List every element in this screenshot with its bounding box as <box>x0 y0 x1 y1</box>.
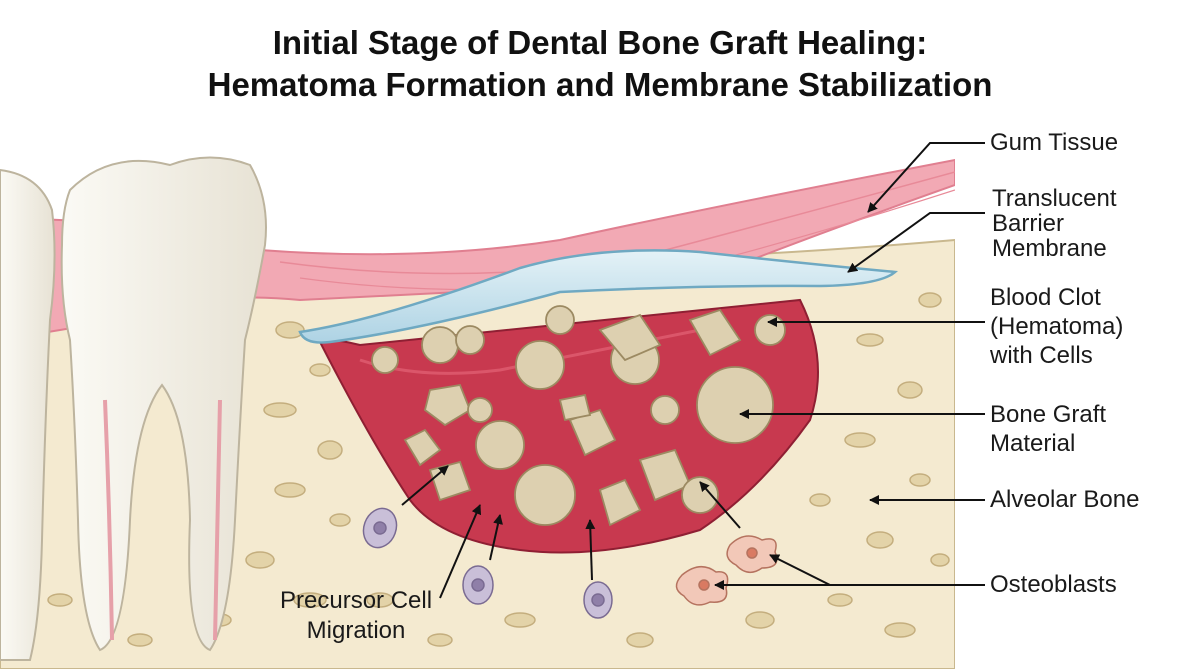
arrow-gum-tissue <box>867 142 985 213</box>
osteoblast-cells <box>675 535 778 606</box>
label-precursor-migration: Precursor Cell Migration <box>280 586 432 646</box>
arrow-osteoblast-up <box>699 481 741 529</box>
label-gum-tissue: Gum Tissue <box>990 129 1119 156</box>
bone-graft-particles <box>371 305 786 527</box>
arrow-precursor-2 <box>439 504 482 599</box>
label-precursor-line-1: Precursor Cell <box>280 587 433 614</box>
label-blood-clot: Blood Clot (Hematoma) with Cells <box>990 283 1123 370</box>
arrow-precursor-3 <box>489 514 503 561</box>
label-blood-clot-line-3: with Cells <box>990 342 1093 369</box>
label-membrane-line-1: Translucent <box>992 185 1117 212</box>
label-membrane-line-2: Barrier <box>992 210 1065 237</box>
label-bone-graft-line-1: Bone Graft <box>990 401 1107 428</box>
arrow-membrane <box>847 212 985 273</box>
bone-pores <box>11 292 950 648</box>
arrow-precursor-4 <box>585 519 596 581</box>
arrow-precursor-1 <box>401 465 449 506</box>
label-alveolar-bone: Alveolar Bone <box>990 486 1140 513</box>
label-membrane: Translucent Barrier Membrane <box>992 186 1117 261</box>
title-line-1: Initial Stage of Dental Bone Graft Heali… <box>272 24 928 61</box>
label-blood-clot-line-1: Blood Clot <box>990 284 1101 311</box>
title-line-2: Hematoma Formation and Membrane Stabiliz… <box>207 66 993 103</box>
label-bone-graft: Bone Graft Material <box>990 400 1106 458</box>
adjacent-tooth <box>0 168 56 661</box>
precursor-cells <box>362 507 613 619</box>
label-precursor-line-2: Migration <box>306 617 406 644</box>
molar-tooth <box>60 156 267 652</box>
label-osteoblasts: Osteoblasts <box>990 571 1117 598</box>
diagram-title: Initial Stage of Dental Bone Graft Heali… <box>0 22 1200 106</box>
label-membrane-line-3: Membrane <box>992 235 1107 262</box>
leader-lines <box>401 142 985 599</box>
translucent-barrier-membrane <box>298 249 899 344</box>
label-blood-clot-line-2: (Hematoma) <box>990 313 1124 340</box>
label-bone-graft-line-2: Material <box>990 430 1076 457</box>
